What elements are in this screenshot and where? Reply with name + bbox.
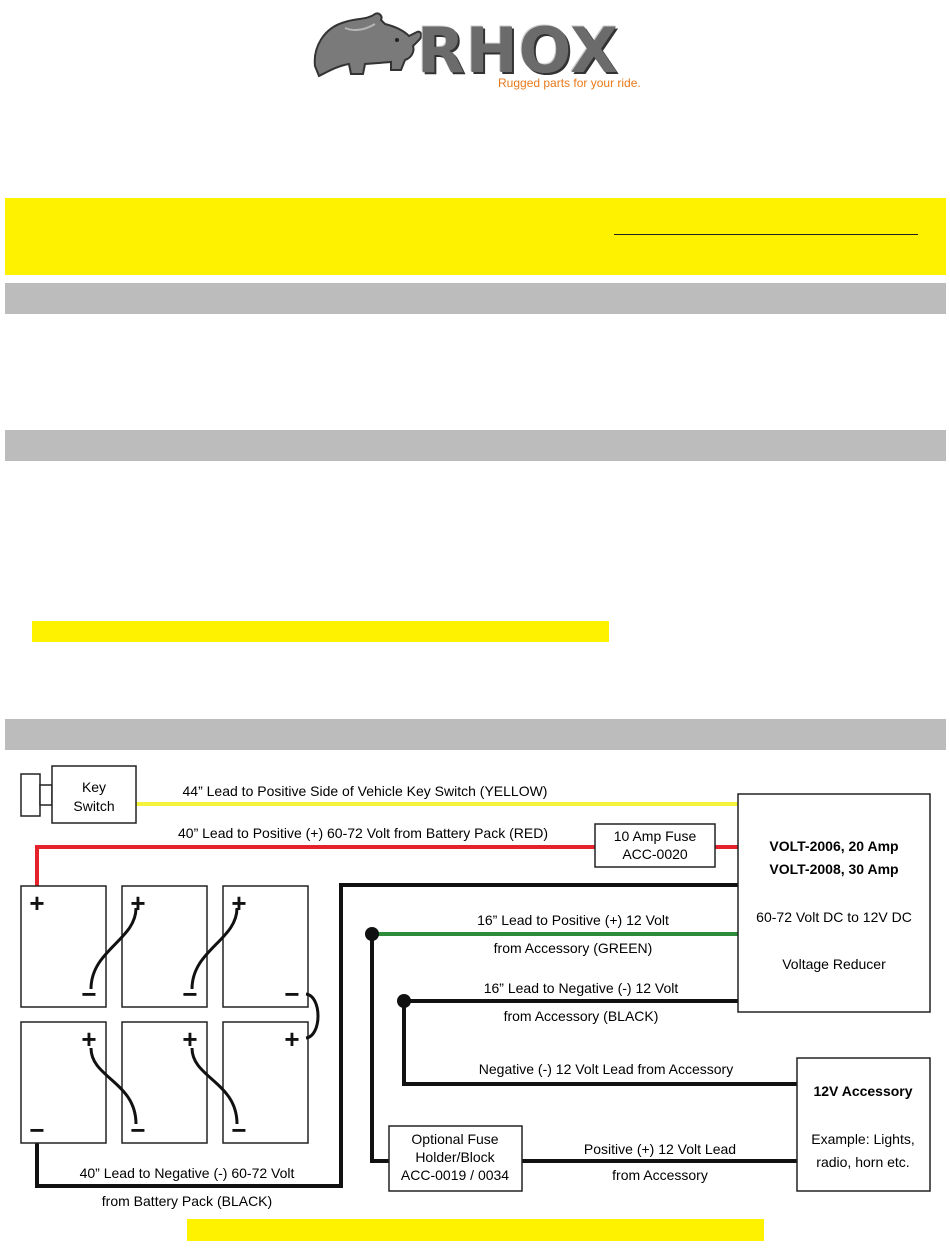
key-switch-label: Switch: [73, 798, 114, 814]
brand-logo: RHOX Rugged parts for your ride.: [305, 6, 650, 92]
section-header-bar: [5, 719, 946, 750]
reducer-model: VOLT-2008, 30 Amp: [769, 861, 898, 877]
battery-cell: [222, 885, 309, 1008]
black-wire-battery-negative: [35, 883, 738, 1188]
reducer-name: Voltage Reducer: [782, 956, 886, 972]
green-lead-label: from Accessory (GREEN): [494, 940, 653, 956]
text-highlight: [187, 1219, 764, 1241]
battery-jumper: [190, 907, 239, 990]
fuse-holder-label: Holder/Block: [415, 1149, 495, 1165]
battery-negative-label: 40” Lead to Negative (-) 60-72 Volt: [80, 1165, 295, 1181]
battery-jumper: [305, 992, 320, 1040]
accessory-box: [796, 1057, 931, 1192]
negative-terminal-icon: −: [81, 979, 96, 1009]
accessory-example: radio, horn etc.: [816, 1154, 909, 1170]
battery-cell: [222, 1021, 309, 1144]
key-switch-tab: [39, 784, 53, 806]
black-wire-accessory-negative: [402, 1001, 797, 1086]
battery-jumper: [89, 907, 138, 990]
positive-terminal-icon: +: [29, 888, 44, 918]
positive-terminal-icon: +: [182, 1024, 197, 1054]
fuse-holder-box: [388, 1125, 523, 1192]
fuse-holder-label: Optional Fuse: [411, 1131, 498, 1147]
accessory-positive-label: from Accessory: [612, 1167, 708, 1183]
battery-jumper: [89, 1047, 138, 1125]
green-lead-label: 16” Lead to Positive (+) 12 Volt: [477, 912, 669, 928]
accessory-negative-label: Negative (-) 12 Volt Lead from Accessory: [479, 1061, 733, 1077]
inline-fuse-box: [594, 823, 716, 868]
negative-terminal-icon: −: [182, 979, 197, 1009]
wiring-diagram: Key Switch 44” Lead to Positive Side of …: [20, 765, 931, 1209]
section-header-bar: [5, 430, 946, 461]
positive-terminal-icon: +: [81, 1024, 96, 1054]
logo-wordmark: RHOX: [417, 14, 619, 87]
red-wire: [35, 845, 595, 886]
section-header-bar: [5, 283, 946, 314]
black-wire-positive-branch: [370, 934, 389, 1163]
key-switch-body: [20, 773, 41, 817]
junction-dot: [397, 994, 411, 1008]
fuse-label: 10 Amp Fuse: [614, 828, 697, 844]
battery-cell: [20, 1021, 107, 1144]
reducer-model: VOLT-2006, 20 Amp: [769, 838, 898, 854]
negative-terminal-icon: −: [231, 1115, 246, 1145]
battery-pack: [20, 885, 309, 1144]
positive-terminal-icon: +: [284, 1024, 299, 1054]
fuse-label: ACC-0020: [622, 846, 688, 862]
text-highlight: [32, 621, 609, 642]
battery-negative-label: from Battery Pack (BLACK): [102, 1193, 272, 1209]
banner-underline: [614, 234, 918, 235]
yellow-lead-label: 44” Lead to Positive Side of Vehicle Key…: [183, 783, 548, 799]
negative-terminal-icon: −: [130, 1115, 145, 1145]
warning-banner: [5, 198, 946, 275]
battery-jumper: [190, 1047, 239, 1125]
positive-terminal-icon: +: [130, 888, 145, 918]
reducer-conversion: 60-72 Volt DC to 12V DC: [756, 909, 912, 925]
voltage-reducer-box: [737, 793, 931, 1013]
red-lead-label: 40” Lead to Positive (+) 60-72 Volt from…: [178, 825, 548, 841]
fuse-holder-label: ACC-0019 / 0034: [401, 1167, 509, 1183]
logo-tagline: Rugged parts for your ride.: [498, 76, 641, 90]
positive-terminal-icon: +: [231, 888, 246, 918]
black-lead-label: from Accessory (BLACK): [504, 1008, 659, 1024]
key-switch-box: [51, 765, 137, 824]
negative-terminal-icon: −: [284, 979, 299, 1009]
rhino-icon: [313, 12, 423, 78]
accessory-positive-label: Positive (+) 12 Volt Lead: [584, 1141, 736, 1157]
black-lead-label: 16” Lead to Negative (-) 12 Volt: [484, 980, 679, 996]
accessory-example: Example: Lights,: [811, 1131, 915, 1147]
accessory-title: 12V Accessory: [813, 1083, 912, 1099]
negative-terminal-icon: −: [29, 1115, 44, 1145]
key-switch-label: Key: [82, 779, 106, 795]
junction-dot: [365, 927, 379, 941]
